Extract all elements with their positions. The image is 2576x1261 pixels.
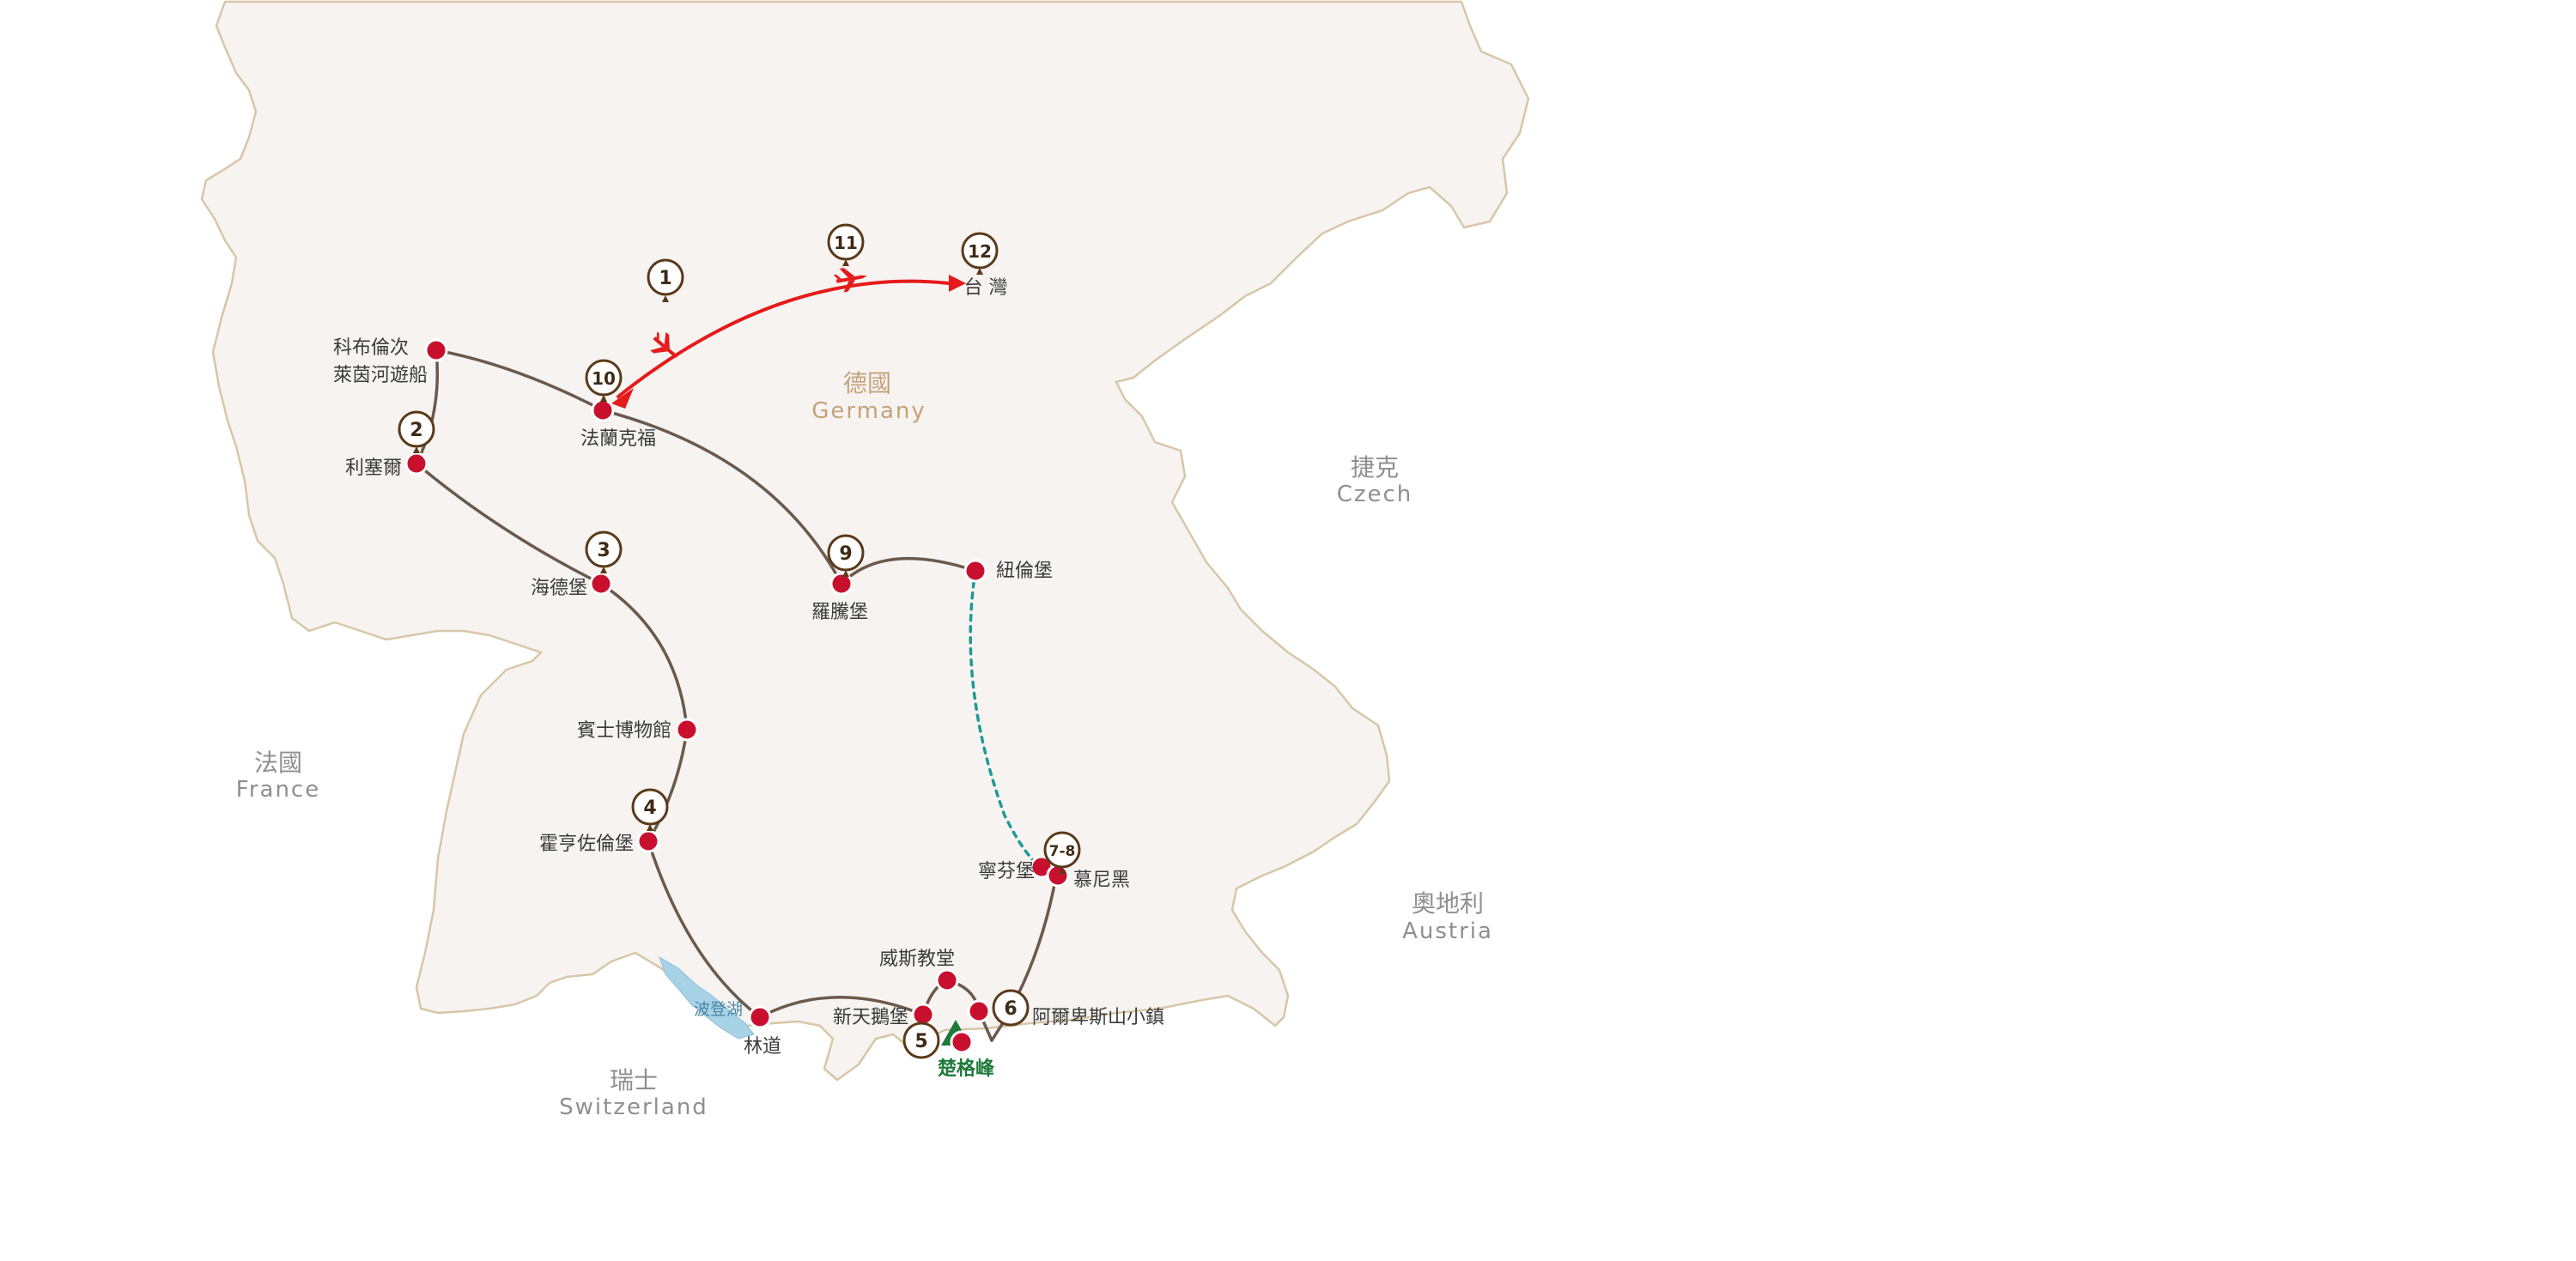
flight-arrow-frankfurt: [611, 388, 634, 409]
airplane-icon: [833, 268, 867, 293]
svg-text:11: 11: [834, 233, 858, 253]
marker-neuschwanstein[interactable]: [911, 1003, 935, 1027]
day-badge[interactable]: 5: [902, 1022, 940, 1059]
svg-text:9: 9: [839, 543, 852, 565]
country-czech-en: Czech: [1337, 482, 1413, 507]
label-munich: 慕尼黑: [1073, 870, 1130, 891]
marker-frankfurt[interactable]: [591, 398, 615, 422]
marker-lindau[interactable]: [748, 1005, 772, 1029]
country-switzerland: 瑞士: [610, 1066, 658, 1094]
flight-routes: [617, 279, 951, 398]
germany-land: [200, 0, 1530, 1082]
day-badge[interactable]: 10: [585, 359, 623, 402]
label-wieskirche: 威斯教堂: [879, 949, 955, 970]
label-heidelberg: 海德堡: [531, 578, 587, 599]
svg-text:7-8: 7-8: [1049, 843, 1076, 860]
day-badge[interactable]: 11: [827, 223, 865, 266]
marker-munich[interactable]: [1046, 864, 1070, 888]
label-zugspitze: 楚格峰: [938, 1058, 995, 1080]
svg-text:10: 10: [592, 368, 616, 389]
day-badges: 1 2 3 4 5 6 7-8: [398, 223, 1081, 1059]
marker-garmisch[interactable]: [967, 999, 991, 1023]
marker-heidelberg[interactable]: [589, 572, 613, 596]
country-czech: 捷克: [1351, 453, 1399, 482]
lake-constance: [659, 955, 755, 1040]
country-switzerland-en: Switzerland: [559, 1094, 708, 1120]
flight-arrow-taiwan: [949, 275, 966, 292]
label-mercedes: 賓士博物館: [577, 720, 671, 742]
day-badge[interactable]: 9: [827, 534, 865, 577]
label-lindau: 林道: [744, 1036, 781, 1058]
label-frankfurt: 法蘭克福: [580, 428, 656, 450]
label-rudesheim: 利塞爾: [345, 458, 402, 479]
marker-koblenz[interactable]: [424, 338, 448, 362]
day-badge[interactable]: 12: [961, 232, 999, 275]
day-badge[interactable]: 3: [585, 530, 623, 573]
day-badge[interactable]: 4: [631, 788, 669, 831]
marker-mercedes[interactable]: [675, 718, 699, 742]
svg-text:4: 4: [643, 797, 656, 819]
day-badge[interactable]: 2: [398, 410, 435, 453]
label-hohenzollern: 霍亨佐倫堡: [539, 834, 634, 855]
svg-text:3: 3: [597, 540, 610, 561]
airplane-icon: [650, 331, 678, 358]
label-nuremberg: 紐倫堡: [996, 561, 1053, 582]
marker-zugspitze[interactable]: [950, 1030, 974, 1054]
label-koblenz: 科布倫次: [333, 337, 409, 359]
svg-text:1: 1: [659, 268, 671, 289]
label-neuschwanstein: 新天鵝堡: [833, 1007, 908, 1028]
label-taiwan: 台 灣: [964, 277, 1008, 299]
country-austria: 奧地利: [1412, 889, 1484, 918]
country-germany-en: Germany: [811, 398, 927, 424]
svg-text:2: 2: [410, 420, 422, 441]
marker-nuremberg[interactable]: [963, 559, 987, 583]
lake-label: 波登湖: [694, 1000, 743, 1019]
label-nymphenburg: 寧芬堡: [978, 861, 1035, 882]
label-koblenz-cruise: 萊茵河遊船: [333, 365, 428, 386]
marker-hohenzollern[interactable]: [636, 829, 660, 853]
country-austria-en: Austria: [1402, 918, 1493, 944]
label-rothenburg: 羅騰堡: [811, 602, 868, 623]
day-badge[interactable]: 6: [992, 989, 1030, 1027]
country-france-en: France: [236, 777, 320, 803]
marker-wieskirche[interactable]: [935, 968, 959, 992]
marker-rothenburg[interactable]: [829, 572, 854, 596]
day-badge[interactable]: 1: [647, 258, 684, 302]
day-badge[interactable]: 7-8: [1043, 831, 1081, 874]
marker-rudesheim[interactable]: [404, 452, 428, 476]
country-france: 法國: [254, 749, 302, 777]
train-route: [969, 569, 1045, 870]
svg-text:5: 5: [914, 1031, 927, 1052]
label-garmisch: 阿爾卑斯山小鎮: [1032, 1007, 1164, 1028]
country-germany: 德國: [843, 369, 891, 397]
svg-text:6: 6: [1004, 998, 1017, 1020]
svg-text:12: 12: [968, 241, 992, 262]
